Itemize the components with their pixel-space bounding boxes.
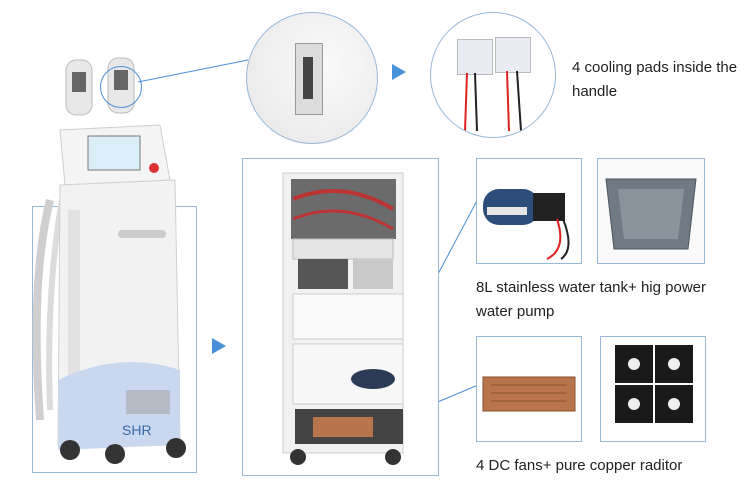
arrow-right-icon [212,338,226,354]
handle-highlight-circle [100,66,142,108]
cooling-pads-image [430,12,556,138]
caption-cooling-pads: 4 cooling pads inside the handle [572,59,738,100]
water-tank-image [597,158,705,264]
arrow-right-icon [392,64,406,80]
water-pump-image [476,158,582,264]
handle-zoom-image [246,12,378,144]
machine-label: SHR [122,422,152,438]
internal-view-image [242,158,439,476]
copper-radiator-image [476,336,582,442]
caption-fans: 4 DC fans+ pure copper raditor [476,457,683,474]
dc-fans-image [600,336,706,442]
caption-water-tank: 8L stainless water tank+ hig power water… [476,279,706,320]
